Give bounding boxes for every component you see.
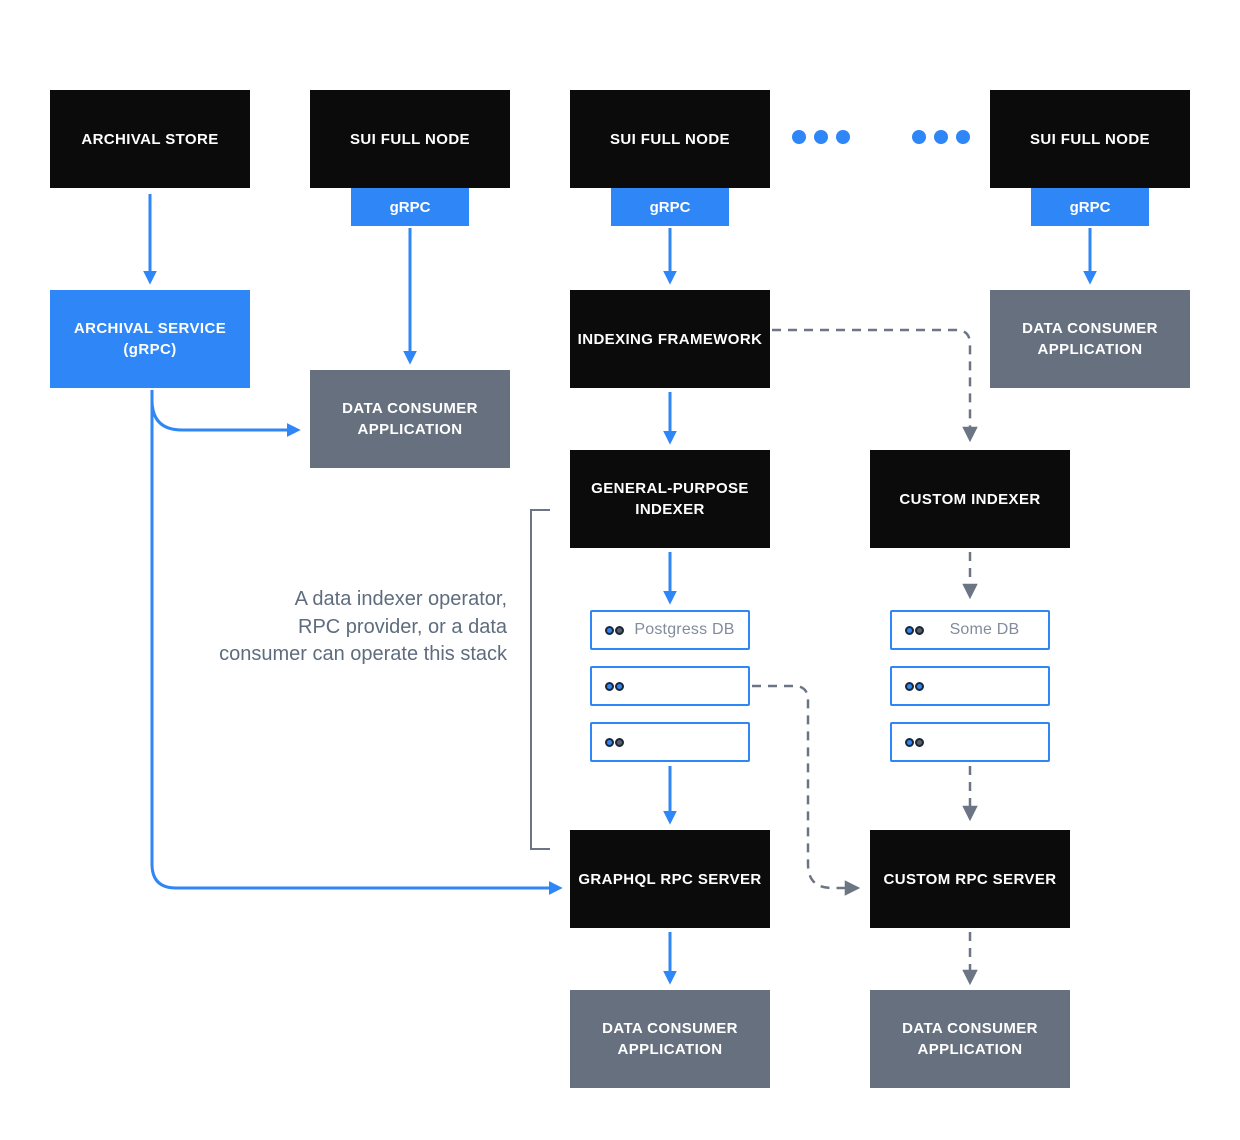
dashed-arrow-indexing-framework-to-custom-indexer: [772, 328, 978, 443]
status-dot-icon: [915, 681, 924, 691]
ellipsis-dots-icon: [792, 130, 850, 144]
node-label: INDEXING FRAMEWORK: [577, 330, 763, 348]
status-dot-icon: [905, 681, 914, 691]
port-label: gRPC: [389, 198, 431, 216]
db-row: [890, 666, 1050, 706]
dot-icon: [934, 130, 948, 144]
node-label: SUI FULL NODE: [610, 130, 730, 148]
grpc-port-tab-1: gRPC: [351, 188, 469, 226]
node-label: SUI FULL NODE: [350, 130, 470, 148]
node-label: SUI FULL NODE: [1030, 130, 1150, 148]
arrow-archival-service-to-data-consumer-left: [150, 390, 301, 437]
node-label: ARCHIVAL SERVICE (gRPC): [73, 320, 227, 358]
port-label: gRPC: [1069, 198, 1111, 216]
status-dot-icon: [915, 737, 924, 747]
status-dot-icon: [615, 625, 624, 635]
db-row-some-db: Some DB: [890, 610, 1050, 650]
node-label: CUSTOM RPC SERVER: [883, 870, 1057, 888]
status-dot-icon: [605, 681, 614, 691]
db-row-postgress: Postgress DB: [590, 610, 750, 650]
node-sui-full-node-2: SUI FULL NODE: [570, 90, 770, 188]
dot-icon: [912, 130, 926, 144]
node-custom-indexer: CUSTOM INDEXER: [870, 450, 1070, 548]
port-label: gRPC: [649, 198, 691, 216]
ellipsis-dots-icon: [912, 130, 970, 144]
db-row: [890, 722, 1050, 762]
node-label: CUSTOM INDEXER: [899, 490, 1041, 508]
node-general-purpose-indexer: GENERAL-PURPOSE INDEXER: [570, 450, 770, 548]
status-dot-icon: [905, 625, 914, 635]
db-row-label: Postgress DB: [634, 621, 735, 638]
dot-icon: [814, 130, 828, 144]
node-label: GENERAL-PURPOSE INDEXER: [591, 480, 749, 518]
grpc-port-tab-2: gRPC: [611, 188, 729, 226]
node-label: DATA CONSUMER APPLICATION: [342, 400, 478, 438]
stack-bracket: [530, 509, 550, 850]
status-dot-icon: [615, 681, 624, 691]
node-graphql-rpc-server: GRAPHQL RPC SERVER: [570, 830, 770, 928]
dot-icon: [792, 130, 806, 144]
node-data-consumer-bottom-right: DATA CONSUMER APPLICATION: [870, 990, 1070, 1088]
node-label: GRAPHQL RPC SERVER: [578, 870, 762, 888]
annotation-line: consumer can operate this stack: [219, 643, 507, 665]
node-archival-service: ARCHIVAL SERVICE (gRPC): [50, 290, 250, 388]
db-row: [590, 722, 750, 762]
node-sui-full-node-1: SUI FULL NODE: [310, 90, 510, 188]
node-data-consumer-bottom-left: DATA CONSUMER APPLICATION: [570, 990, 770, 1088]
node-data-consumer-top-right: DATA CONSUMER APPLICATION: [990, 290, 1190, 388]
node-label: ARCHIVAL STORE: [81, 130, 219, 148]
dot-icon: [836, 130, 850, 144]
dot-icon: [956, 130, 970, 144]
status-dot-icon: [915, 625, 924, 635]
status-dot-icon: [605, 737, 614, 747]
annotation-line: RPC provider, or a data: [298, 615, 507, 638]
status-dot-icon: [615, 737, 624, 747]
node-custom-rpc-server: CUSTOM RPC SERVER: [870, 830, 1070, 928]
node-archival-store: ARCHIVAL STORE: [50, 90, 250, 188]
node-data-consumer-left: DATA CONSUMER APPLICATION: [310, 370, 510, 468]
status-dot-icon: [605, 625, 614, 635]
db-row: [590, 666, 750, 706]
node-label: DATA CONSUMER APPLICATION: [902, 1020, 1038, 1058]
db-row-label: Some DB: [949, 621, 1020, 638]
stack-annotation: A data indexer operator, RPC provider, o…: [160, 586, 507, 669]
annotation-line: A data indexer operator,: [294, 588, 507, 610]
status-dot-icon: [905, 737, 914, 747]
grpc-port-tab-3: gRPC: [1031, 188, 1149, 226]
node-sui-full-node-3: SUI FULL NODE: [990, 90, 1190, 188]
node-label: DATA CONSUMER APPLICATION: [602, 1020, 738, 1058]
node-indexing-framework: INDEXING FRAMEWORK: [570, 290, 770, 388]
node-label: DATA CONSUMER APPLICATION: [1022, 320, 1158, 358]
